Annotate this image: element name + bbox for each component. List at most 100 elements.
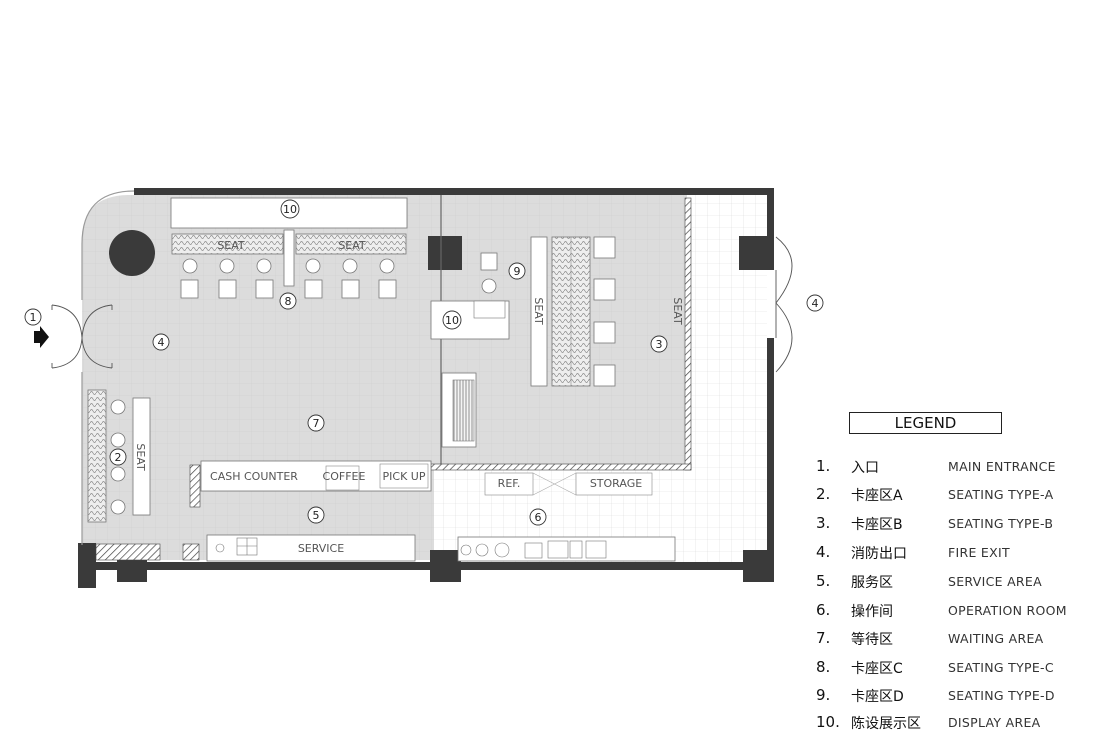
seat-label: SEAT <box>134 443 147 471</box>
structural-columns <box>117 236 774 582</box>
seat-label: SEAT <box>671 297 684 325</box>
coffee-machine-box <box>325 465 360 491</box>
seat-label: SEAT <box>532 297 545 325</box>
legend-item: 9. 卡座区D SEATING TYPE-D <box>812 686 1100 714</box>
bench-seat-a <box>87 389 107 523</box>
seat-label: SEAT <box>338 239 366 252</box>
legend-cn-label: 卡座区A <box>851 488 903 504</box>
legend-cn-label: 等待区 <box>851 632 893 648</box>
svg-text:4: 4 <box>158 336 165 349</box>
legend-cn-label: 操作间 <box>851 604 893 620</box>
coffee-label: COFFEE <box>323 470 366 483</box>
bench-divider <box>283 229 295 287</box>
legend-item: 6. 操作间 OPERATION ROOM <box>812 601 1100 629</box>
main-entrance-door[interactable] <box>51 304 113 369</box>
legend-item: 4. 消防出口 FIRE EXIT <box>812 543 1100 571</box>
legend-en-label: WAITING AREA <box>948 631 1044 646</box>
marker-10-island <box>442 310 462 330</box>
legend-en-label: SEATING TYPE-D <box>948 688 1055 703</box>
kitchen-appliances <box>460 540 607 559</box>
legend-number: 7. <box>816 629 831 647</box>
legend-en-label: SEATING TYPE-B <box>948 516 1054 531</box>
marker-numbers: 1 2 3 4 4 5 6 7 8 9 10 10 <box>30 203 819 524</box>
svg-text:10: 10 <box>283 203 297 216</box>
legend-number: 9. <box>816 686 831 704</box>
hatched-wall <box>95 543 161 561</box>
legend-en-label: OPERATION ROOM <box>948 603 1067 618</box>
marker-8 <box>279 292 297 310</box>
legend-cn-label: 消防出口 <box>851 546 907 562</box>
legend-number: 5. <box>816 572 831 590</box>
legend-en-label: MAIN ENTRANCE <box>948 459 1056 474</box>
pick-up-label: PICK UP <box>383 470 426 483</box>
svg-text:9: 9 <box>514 265 521 278</box>
legend-number: 10. <box>816 713 840 731</box>
round-column <box>109 230 155 276</box>
legend-number: 8. <box>816 658 831 676</box>
legend-number: 3. <box>816 514 831 532</box>
legend-item: 7. 等待区 WAITING AREA <box>812 629 1100 657</box>
legend-item: 10. 陈设展示区 DISPLAY AREA <box>812 713 1100 741</box>
fire-exit-corridor-floor <box>684 195 767 562</box>
svg-text:3: 3 <box>656 338 663 351</box>
svg-text:5: 5 <box>313 509 320 522</box>
legend-cn-label: 卡座区D <box>851 689 904 705</box>
legend-number: 1. <box>816 457 831 475</box>
ref-label: REF. <box>498 477 521 490</box>
legend-en-label: DISPLAY AREA <box>948 715 1041 730</box>
storage-label: STORAGE <box>590 477 642 490</box>
seating-c-tables <box>180 279 397 299</box>
seating-a-table <box>132 397 151 516</box>
legend-number: 4. <box>816 543 831 561</box>
legend-title: LEGEND <box>849 412 1002 434</box>
curved-corner-wall <box>81 190 135 300</box>
service-label: SERVICE <box>298 542 344 555</box>
hatched-wall <box>182 543 200 561</box>
legend-cn-label: 卡座区B <box>851 517 903 533</box>
bench-seat-right <box>295 233 407 255</box>
marker-3 <box>650 335 668 353</box>
fire-exit-door[interactable] <box>775 236 793 373</box>
legend-en-label: SERVICE AREA <box>948 574 1042 589</box>
legend-item: 8. 卡座区C SEATING TYPE-C <box>812 658 1100 686</box>
entrance-arrow-icon <box>34 326 49 348</box>
legend-en-label: SEATING TYPE-A <box>948 487 1054 502</box>
legend-cn-label: 入口 <box>851 460 879 476</box>
legend-en-label: SEATING TYPE-C <box>948 660 1054 675</box>
seating-c-stools <box>182 258 395 274</box>
seating-b-tables <box>593 236 616 387</box>
pick-up-box <box>379 463 429 489</box>
outer-walls <box>78 188 774 588</box>
storage-unit <box>575 472 653 496</box>
legend-cn-label: 陈设展示区 <box>851 716 921 732</box>
marker-4-exit <box>806 294 824 312</box>
seating-d-stool <box>480 252 498 271</box>
svg-text:2: 2 <box>115 451 122 464</box>
legend-item: 2. 卡座区A SEATING TYPE-A <box>812 485 1100 513</box>
svg-text:7: 7 <box>313 417 320 430</box>
marker-10-top <box>280 199 300 219</box>
seating-d-stool <box>481 278 497 294</box>
marker-9 <box>508 262 526 280</box>
svg-text:4: 4 <box>812 297 819 310</box>
legend-number: 6. <box>816 601 831 619</box>
marker-5 <box>307 506 325 524</box>
legend-cn-label: 服务区 <box>851 575 893 591</box>
marker-7 <box>307 414 325 432</box>
legend-number: 2. <box>816 485 831 503</box>
markers <box>24 199 824 526</box>
legend-item: 5. 服务区 SERVICE AREA <box>812 572 1100 600</box>
seat-label: SEAT <box>217 239 245 252</box>
marker-2 <box>109 448 127 466</box>
ref-unit <box>484 472 534 496</box>
svg-text:10: 10 <box>445 314 459 327</box>
svg-text:1: 1 <box>30 311 37 324</box>
marker-6 <box>529 508 547 526</box>
seating-b-table <box>530 236 548 387</box>
seating-a-stools <box>110 399 126 515</box>
hatched-wall <box>189 464 201 508</box>
bench-seat-left <box>171 233 284 255</box>
svg-text:6: 6 <box>535 511 542 524</box>
legend-en-label: FIRE EXIT <box>948 545 1010 560</box>
